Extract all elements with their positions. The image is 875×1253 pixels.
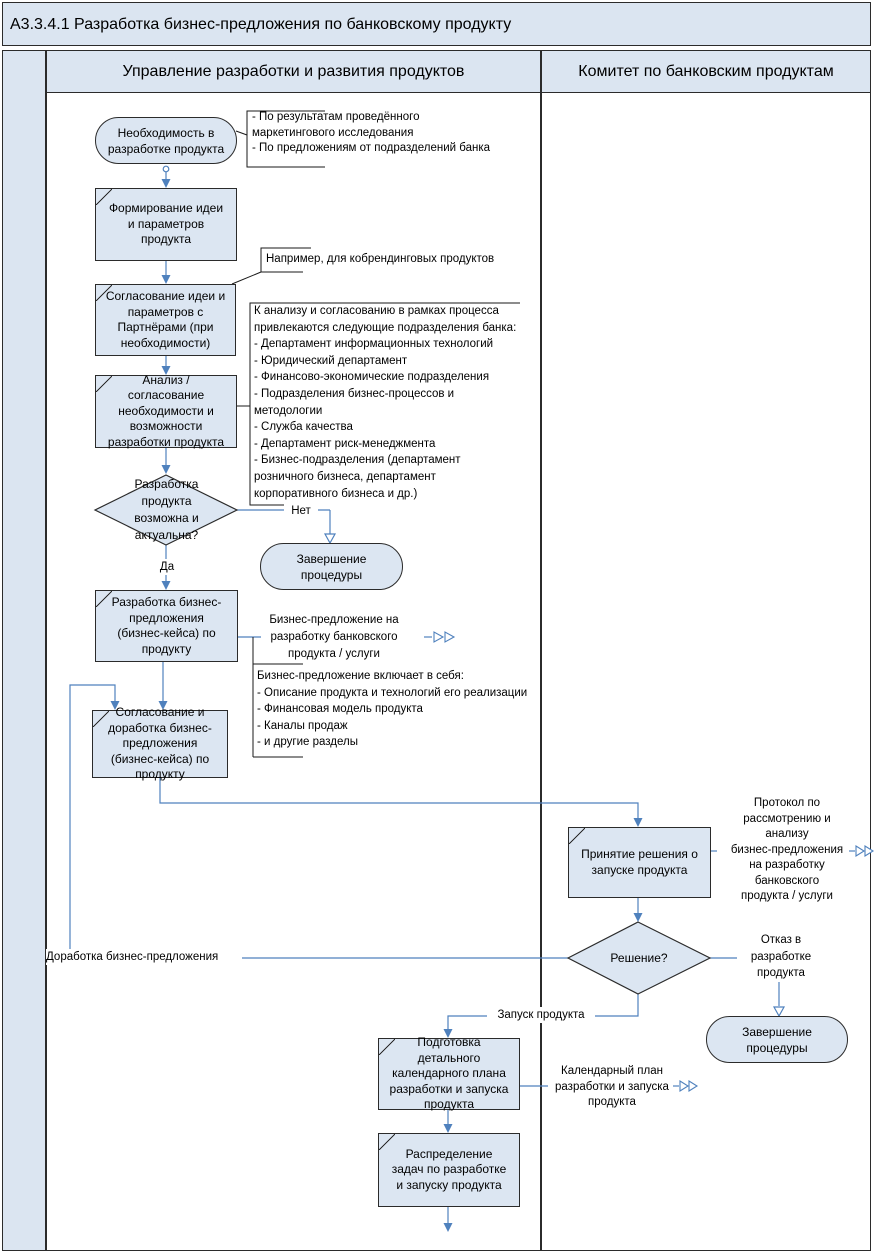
annotation-cobranding: Например, для кобрендинговых продуктов: [266, 253, 495, 265]
decision-diamonds: [93, 474, 712, 995]
decision-feasible-label: Разработка продукта возможна и актуальна…: [134, 477, 199, 542]
process-develop-proposal-label: Разработка бизнес- предложения (бизнес-к…: [111, 595, 222, 656]
process-develop-proposal: Разработка бизнес- предложения (бизнес-к…: [95, 590, 238, 662]
process-form-idea-label: Формирование идеи и параметров продукта: [108, 201, 224, 247]
document-flow-icons: [433, 631, 875, 1092]
process-agree-partners: Согласование идеи и параметров с Партнёр…: [95, 284, 236, 356]
edge-label-reject: Отказ в разработке продукта: [737, 932, 825, 982]
process-agree-partners-label: Согласование идеи и параметров с Партнёр…: [105, 289, 226, 350]
start-need-for-product: Необходимость в разработке продукта: [95, 117, 237, 164]
process-prepare-plan-label: Подготовка детального календарного плана…: [389, 1035, 509, 1112]
process-refine-proposal-label: Согласование и доработка бизнес- предлож…: [108, 705, 212, 782]
lane-header-committee: Комитет по банковским продуктам: [541, 50, 871, 93]
process-assign-tasks: Распределение задач по разработке и запу…: [378, 1133, 520, 1207]
start-connector-dot: [162, 165, 170, 173]
subprocess-corner-mark: [96, 591, 112, 607]
subprocess-corner-mark: [379, 1039, 395, 1055]
diagram-title: А3.3.4.1 Разработка бизнес-предложения п…: [2, 2, 871, 46]
annotation-brackets: [231, 110, 520, 758]
edge-label-no: Нет: [284, 503, 318, 518]
decision-feasible-shape: [93, 474, 239, 546]
process-refine-proposal: Согласование и доработка бизнес- предлож…: [92, 705, 228, 781]
edge-label-yes: Да: [152, 559, 182, 575]
edge-label-rework: Доработка бизнес-предложения: [46, 949, 242, 965]
subprocess-corner-mark: [379, 1134, 395, 1150]
annotation-proposal-document: Бизнес-предложение на разработку банковс…: [269, 614, 399, 660]
process-analysis-label: Анализ / согласование необходимости и во…: [107, 372, 225, 449]
edge-label-launch: Запуск продукта: [487, 1007, 595, 1023]
process-form-idea: Формирование идеи и параметров продукта: [95, 188, 237, 261]
subprocess-corner-mark: [93, 711, 109, 727]
subprocess-corner-mark: [569, 828, 585, 844]
left-gutter-column: [2, 50, 46, 1251]
lane-header-product-development: Управление разработки и развития продукт…: [46, 50, 541, 93]
process-prepare-plan: Подготовка детального календарного плана…: [378, 1035, 520, 1112]
annotation-sources: - По результатам проведённого маркетинго…: [252, 111, 490, 154]
annotation-departments: К анализу и согласованию в рамках процес…: [254, 305, 517, 500]
subprocess-corner-mark: [96, 376, 112, 392]
decision-launch-label: Решение?: [610, 950, 668, 965]
process-decide-launch: Принятие решения о запуске продукта: [568, 827, 711, 898]
end-procedure-right: Завершение процедуры: [706, 1016, 848, 1063]
subprocess-corner-mark: [96, 189, 112, 205]
annotation-proposal-contents: Бизнес-предложение включает в себя: - Оп…: [257, 670, 528, 749]
decision-launch-shape: [566, 921, 712, 995]
process-decide-launch-label: Принятие решения о запуске продукта: [581, 847, 698, 877]
end-procedure-top: Завершение процедуры: [260, 543, 403, 590]
subprocess-corner-mark: [96, 285, 112, 301]
filled-arrowhead-icons: [110, 179, 643, 1232]
process-analysis: Анализ / согласование необходимости и во…: [95, 372, 237, 449]
process-assign-tasks-label: Распределение задач по разработке и запу…: [391, 1146, 507, 1192]
annotation-protocol-document: Протокол по рассмотрению и анализу бизне…: [730, 797, 844, 902]
annotation-calendar-document: Календарный план разработки и запуска пр…: [555, 1065, 669, 1108]
open-arrowhead-icons: [323, 533, 786, 1018]
